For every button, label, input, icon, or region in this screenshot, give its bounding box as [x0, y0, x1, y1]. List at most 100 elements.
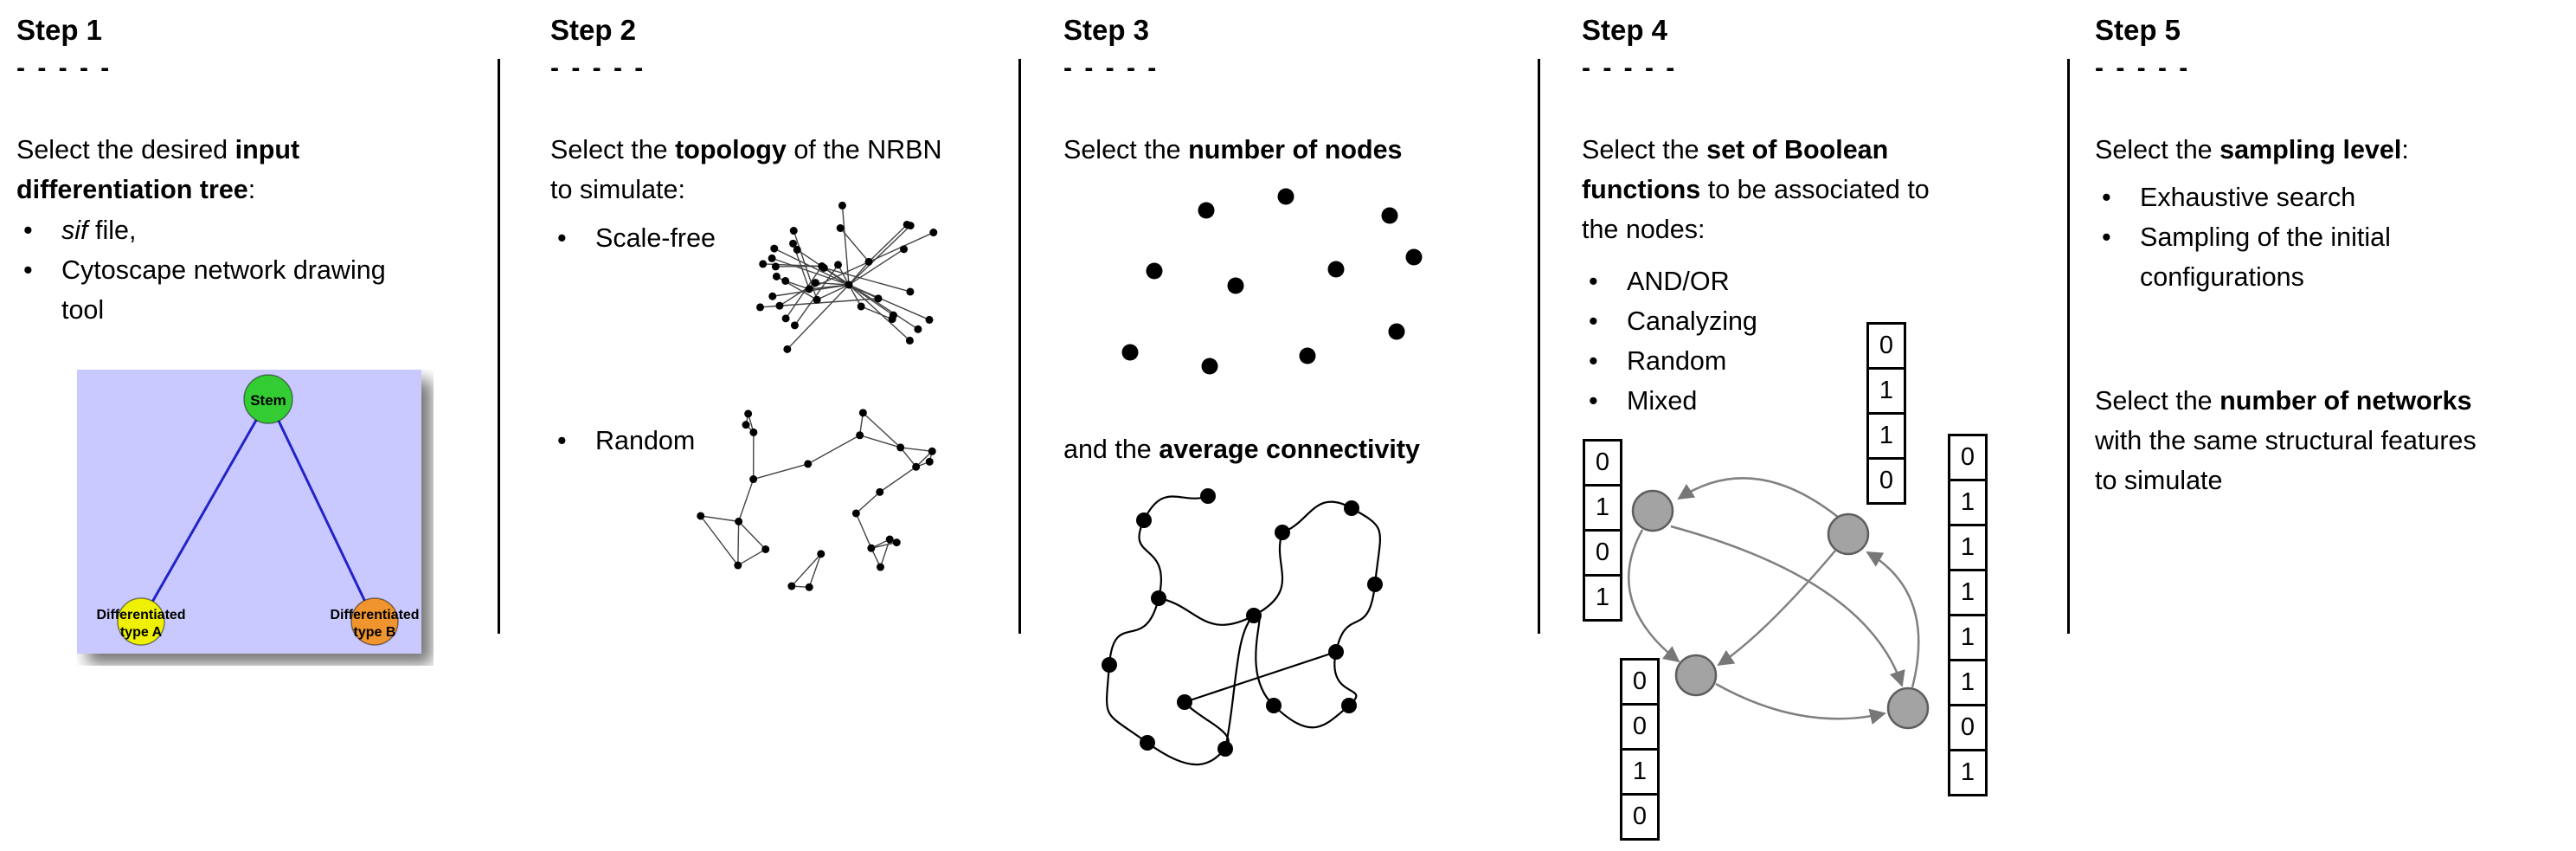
bullet-dot: •	[1589, 306, 1598, 336]
step-4-title: Step 4	[1582, 14, 1668, 46]
step-2-column: Step 2 - - - - - Select the topology of …	[550, 0, 1009, 851]
bullet-segment: Sampling of the initial configurations	[2140, 222, 2391, 292]
bullet-dot: •	[23, 255, 33, 285]
arrow-edge	[1717, 550, 1836, 667]
truth-table-cell: 1	[1620, 748, 1660, 796]
intro-bold-segment: topology	[675, 135, 787, 164]
truth-table-right: 0 1 1 1 1 1 0 1	[1948, 434, 1988, 796]
step-3-title: Step 3	[1063, 14, 1150, 46]
truth-table-cell: 1	[1948, 479, 1988, 526]
column-divider-3	[1538, 59, 1540, 634]
step-4-intro: Select the set of Boolean functions to b…	[1582, 130, 1973, 249]
tree-edge-a	[139, 398, 270, 622]
bullet-segment: AND/OR	[1627, 267, 1730, 296]
step-1-bullet-list: • sif file, • Cytoscape network drawing to…	[16, 210, 414, 330]
intro-bold-segment: number of networks	[2219, 386, 2472, 416]
step-5-intro: Select the sampling level:	[2095, 130, 2502, 170]
step-5-networks-text: Select the number of networks with the s…	[2095, 381, 2495, 500]
truth-table-cell: 0	[1620, 793, 1660, 841]
truth-table-cell: 0	[1948, 704, 1988, 751]
bullet-dot: •	[557, 426, 567, 455]
bullet-text: Scale-free	[595, 218, 810, 258]
truth-table-bottom: 0 0 1 0	[1620, 658, 1660, 841]
boolean-network-graphic	[1627, 477, 1930, 730]
intro-segment: of the NRBN to simulate:	[550, 135, 942, 204]
truth-table-cell: 1	[1948, 749, 1988, 796]
bullet-text: Exhaustive search	[2140, 177, 2493, 217]
column-divider-4	[2067, 59, 2070, 634]
boolean-node	[1631, 489, 1674, 532]
bullet-dot: •	[2102, 222, 2111, 252]
connectivity-tangle-graphic	[1102, 488, 1383, 766]
bullet-dot: •	[1589, 386, 1598, 416]
column-divider-2	[1018, 59, 1021, 634]
type-b-label-line1: Differentiated	[330, 608, 419, 622]
truth-table-cell: 0	[1620, 703, 1660, 751]
bullet-item: •AND/OR	[1582, 261, 1945, 301]
intro-bold-segment: input differentiation tree	[16, 135, 300, 204]
bullet-segment: Mixed	[1627, 386, 1698, 416]
bullet-italic-segment: sif	[61, 216, 88, 245]
tree-edge-b	[267, 398, 376, 622]
truth-table-cell: 0	[1866, 322, 1906, 370]
intro-segment: :	[2401, 135, 2409, 164]
bullet-dot: •	[23, 216, 33, 245]
intro-segment: Select the desired	[16, 135, 235, 164]
bullet-item: • Cytoscape network drawing tool	[16, 250, 414, 330]
bullet-item: • Mixed	[1582, 381, 1945, 421]
differentiation-tree-graphic: Stem Differentiated type A Differentiate…	[77, 370, 421, 654]
truth-table-cell: 1	[1948, 569, 1988, 616]
intro-segment: Select the	[550, 135, 676, 164]
arrow-edge	[1677, 477, 1844, 522]
intro-segment: Select the	[2095, 135, 2220, 164]
intro-bold-segment: set of Boolean functions	[1582, 135, 1889, 204]
bullet-dot: •	[557, 223, 567, 253]
truth-table-cell: 0	[1948, 434, 1988, 481]
arrow-edge	[1715, 682, 1886, 725]
step-1-dashes: - - - - -	[16, 54, 112, 82]
intro-segment: Select the	[1582, 135, 1707, 164]
step-3-dashes: - - - - -	[1063, 54, 1160, 82]
step-2-intro: Select the topology of the NRBN to simul…	[550, 130, 957, 210]
bullet-segment: Canalyzing	[1627, 306, 1757, 336]
column-divider-1	[498, 59, 500, 634]
type-a-node	[117, 597, 165, 646]
bullet-item: • Sampling of the initial configurations	[2095, 217, 2493, 297]
truth-table-cell: 0	[1620, 658, 1660, 706]
bullet-item: •Random	[550, 421, 810, 461]
truth-table-cell: 1	[1583, 484, 1622, 532]
bullet-segment: Scale-free	[595, 223, 716, 253]
step-2-dashes: - - - - -	[550, 54, 646, 82]
truth-table-cell: 0	[1583, 439, 1622, 487]
bullet-text: Random	[1627, 341, 1945, 381]
step-5-title: Step 5	[2095, 14, 2181, 46]
bullet-item: • Canalyzing	[1582, 301, 1945, 341]
boolean-node	[1674, 654, 1718, 697]
bullet-item: • Random	[1582, 341, 1945, 381]
bullet-dot: •	[1589, 346, 1598, 376]
bullet-item: •Exhaustive search	[2095, 177, 2493, 217]
step-1-intro: Select the desired input differentiation…	[16, 130, 408, 210]
truth-table-cell: 1	[1866, 367, 1906, 415]
bullet-segment: file,	[87, 216, 137, 245]
step-5-dashes: - - - - -	[2095, 54, 2191, 82]
random-network-graphic	[697, 409, 936, 591]
intro-segment: to be associated to the nodes:	[1582, 175, 1930, 244]
bullet-segment: Cytoscape network drawing tool	[61, 255, 386, 325]
scattered-nodes-graphic	[1121, 188, 1423, 375]
scale-free-network-graphic	[756, 201, 938, 353]
step-2-bullet-random: •Random	[550, 421, 810, 461]
type-b-node	[350, 597, 399, 646]
intro-segment: Select the	[2095, 386, 2220, 416]
boolean-node	[1827, 513, 1870, 556]
step-3-column: Step 3 - - - - - Select the number of no…	[1063, 0, 1526, 851]
step-5-column: Step 5 - - - - - Select the sampling lev…	[2095, 0, 2566, 851]
boolean-node	[1886, 687, 1930, 730]
bullet-text: Canalyzing	[1627, 301, 1945, 341]
truth-table-cell: 0	[1583, 529, 1622, 577]
intro-bold-segment: average connectivity	[1159, 435, 1421, 464]
intro-bold-segment: number of nodes	[1188, 135, 1403, 164]
stem-node	[243, 374, 293, 424]
step-2-title: Step 2	[550, 14, 637, 46]
